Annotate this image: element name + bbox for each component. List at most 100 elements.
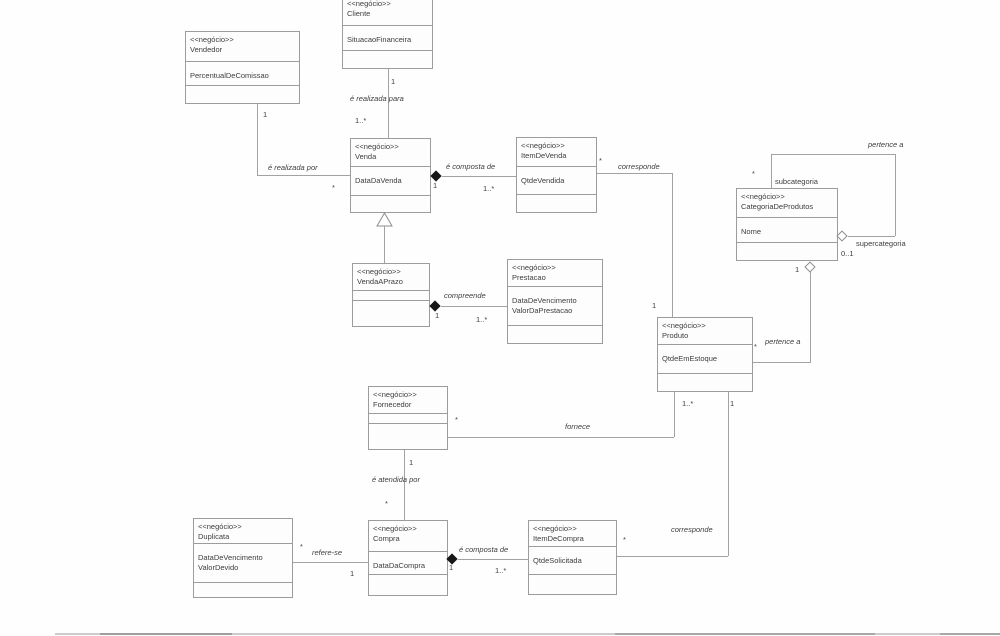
- multiplicity: *: [455, 415, 458, 424]
- association-line: [458, 559, 528, 560]
- class-title-compartment: <<negócio>> VendaAPrazo: [353, 264, 429, 290]
- class-name: Produto: [662, 331, 689, 340]
- window-bottom-edge: [55, 633, 1000, 635]
- association-line: [810, 272, 811, 362]
- class-attribute: DataDaVenda: [355, 176, 402, 185]
- class-stereotype: <<negócio>>: [741, 192, 785, 201]
- class-fornecedor[interactable]: <<negócio>> Fornecedor: [368, 386, 448, 450]
- class-attributes-compartment: QtdeEmEstoque: [658, 344, 752, 373]
- class-attributes-compartment: DataDeVencimento ValorDaPrestacao: [508, 286, 602, 325]
- multiplicity: 1: [449, 563, 454, 572]
- association-line: [257, 104, 258, 175]
- class-title-compartment: <<negócio>> ItemDeCompra: [529, 521, 616, 546]
- multiplicity: 1: [435, 311, 440, 320]
- class-name: Duplicata: [198, 532, 230, 541]
- generalization-line: [384, 226, 385, 263]
- association-line: [771, 154, 772, 188]
- multiplicity: 1..*: [355, 116, 367, 125]
- class-venda-a-prazo[interactable]: <<negócio>> VendaAPrazo: [352, 263, 430, 327]
- association-name: é atendida por: [372, 475, 420, 484]
- class-title-compartment: <<negócio>> Compra: [369, 521, 447, 551]
- composition-diamond-icon: [429, 300, 441, 312]
- multiplicity: 1: [433, 181, 438, 190]
- aggregation-diamond-icon: [804, 261, 816, 273]
- window-bottom-edge: [615, 633, 875, 635]
- class-operations-compartment: [343, 50, 432, 68]
- multiplicity: *: [332, 183, 335, 192]
- class-name: Prestacao: [512, 273, 546, 282]
- class-attribute: ValorDaPrestacao: [512, 306, 573, 315]
- association-line: [672, 173, 673, 317]
- generalization-triangle-icon: [376, 212, 393, 227]
- class-item-de-compra[interactable]: <<negócio>> ItemDeCompra QtdeSolicitada: [528, 520, 617, 595]
- association-line: [617, 556, 728, 557]
- class-name: Compra: [373, 534, 400, 543]
- window-bottom-edge: [100, 633, 232, 635]
- class-cliente[interactable]: <<negócio>> Cliente SituacaoFinanceira: [342, 0, 433, 69]
- multiplicity: *: [623, 535, 626, 544]
- association-line: [257, 175, 350, 176]
- class-stereotype: <<negócio>>: [521, 141, 565, 150]
- class-name: ItemDeCompra: [533, 534, 584, 543]
- class-title-compartment: <<negócio>> Cliente: [343, 0, 432, 25]
- class-stereotype: <<negócio>>: [373, 524, 417, 533]
- class-stereotype: <<negócio>>: [347, 0, 391, 8]
- class-title-compartment: <<negócio>> ItemDeVenda: [517, 138, 596, 166]
- association-name: é composta de: [446, 162, 496, 171]
- class-attributes-compartment: [353, 290, 429, 300]
- class-vendedor[interactable]: <<negócio>> Vendedor PercentualDeComissa…: [185, 31, 300, 104]
- class-attributes-compartment: DataDeVencimento ValorDevido: [194, 543, 292, 582]
- class-prestacao[interactable]: <<negócio>> Prestacao DataDeVencimento V…: [507, 259, 603, 344]
- class-operations-compartment: [517, 194, 596, 212]
- class-operations-compartment: [194, 582, 292, 597]
- association-name: é realizada por: [268, 163, 318, 172]
- class-attributes-compartment: QtdeVendida: [517, 166, 596, 194]
- multiplicity: 1..*: [476, 315, 488, 324]
- class-attributes-compartment: DataDaVenda: [351, 166, 430, 195]
- multiplicity: 1: [409, 458, 414, 467]
- class-duplicata[interactable]: <<negócio>> Duplicata DataDeVencimento V…: [193, 518, 293, 598]
- role-name: supercategoria: [856, 239, 906, 248]
- multiplicity: 1..*: [495, 566, 507, 575]
- class-name: VendaAPrazo: [357, 277, 403, 286]
- multiplicity: 1: [652, 301, 657, 310]
- class-attributes-compartment: QtdeSolicitada: [529, 546, 616, 574]
- multiplicity: *: [754, 342, 757, 351]
- class-attribute: DataDeVencimento: [512, 296, 577, 305]
- class-title-compartment: <<negócio>> Venda: [351, 139, 430, 166]
- class-operations-compartment: [529, 574, 616, 594]
- class-stereotype: <<negócio>>: [533, 524, 577, 533]
- class-stereotype: <<negócio>>: [357, 267, 401, 276]
- association-line: [728, 392, 729, 556]
- class-compra[interactable]: <<negócio>> Compra DataDaCompra: [368, 520, 448, 596]
- class-title-compartment: <<negócio>> Produto: [658, 318, 752, 344]
- association-name: pertence a: [765, 337, 801, 346]
- class-item-de-venda[interactable]: <<negócio>> ItemDeVenda QtdeVendida: [516, 137, 597, 213]
- association-name: corresponde: [618, 162, 660, 171]
- class-produto[interactable]: <<negócio>> Produto QtdeEmEstoque: [657, 317, 753, 392]
- class-attribute: QtdeSolicitada: [533, 556, 582, 565]
- association-name: é realizada para: [350, 94, 404, 103]
- class-operations-compartment: [369, 423, 447, 449]
- association-line: [848, 236, 895, 237]
- association-line: [674, 392, 675, 437]
- class-operations-compartment: [508, 325, 602, 343]
- class-venda[interactable]: <<negócio>> Venda DataDaVenda: [350, 138, 431, 213]
- class-operations-compartment: [351, 195, 430, 212]
- class-stereotype: <<negócio>>: [662, 321, 706, 330]
- class-title-compartment: <<negócio>> Vendedor: [186, 32, 299, 61]
- class-name: Venda: [355, 152, 377, 161]
- association-name: fornece: [565, 422, 591, 431]
- class-attributes-compartment: PercentualDeComissao: [186, 61, 299, 85]
- class-attributes-compartment: [369, 413, 447, 423]
- association-line: [442, 176, 516, 177]
- association-name: compreende: [444, 291, 486, 300]
- class-stereotype: <<negócio>>: [373, 390, 417, 399]
- class-categoria-de-produtos[interactable]: <<negócio>> CategoriaDeProdutos Nome: [736, 188, 838, 261]
- composition-diamond-icon: [430, 170, 442, 182]
- class-attribute: DataDaCompra: [373, 561, 426, 570]
- class-stereotype: <<negócio>>: [190, 35, 234, 44]
- class-operations-compartment: [369, 574, 447, 595]
- class-stereotype: <<negócio>>: [355, 142, 399, 151]
- class-attributes-compartment: SituacaoFinanceira: [343, 25, 432, 50]
